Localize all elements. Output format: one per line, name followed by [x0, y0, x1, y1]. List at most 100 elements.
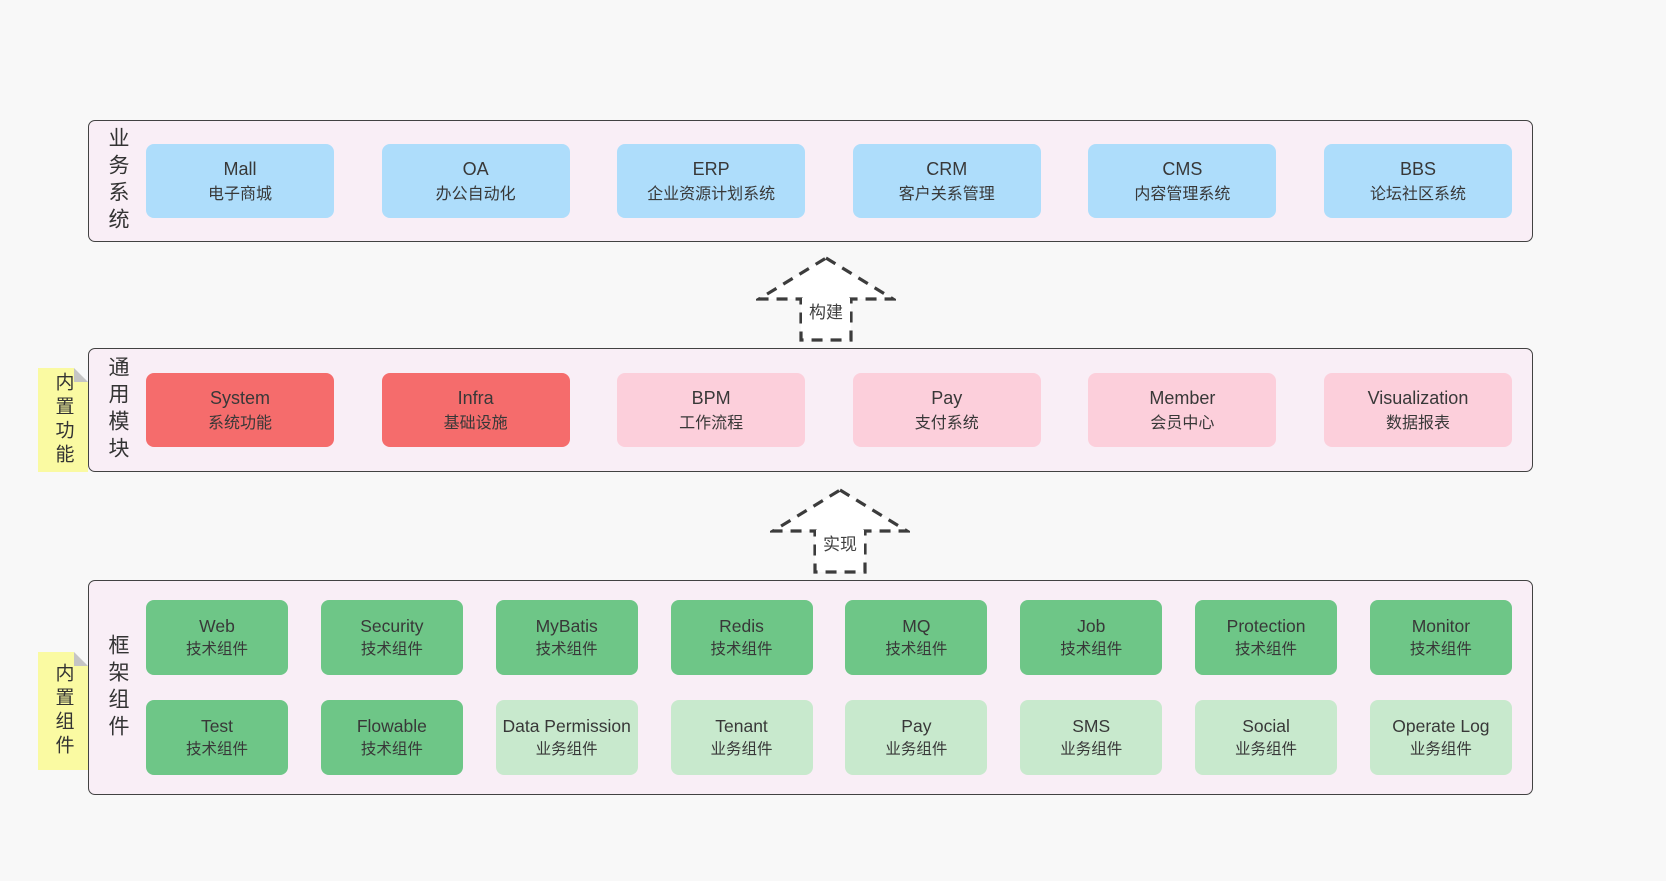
box-subtitle: 业务组件 [535, 740, 598, 758]
box-system: System 系统功能 [146, 373, 334, 447]
box-subtitle: 业务组件 [885, 740, 948, 758]
box-subtitle: 内容管理系统 [1134, 185, 1231, 203]
folded-corner-icon [74, 368, 88, 382]
box-title: System [209, 387, 270, 408]
sticky-builtin-components: 内置组件 [38, 652, 88, 770]
box-mq: MQ 技术组件 [845, 600, 988, 675]
box-subtitle: 技术组件 [185, 740, 248, 758]
box-pay: Pay 支付系统 [852, 373, 1041, 447]
box-flowable: Flowable 技术组件 [320, 700, 463, 775]
box-web: Web 技术组件 [146, 600, 288, 675]
arrow-build-icon: 构建 [756, 256, 896, 342]
arrow-build-label: 构建 [809, 303, 843, 322]
box-subtitle: 企业资源计划系统 [647, 185, 776, 203]
box-security: Security 技术组件 [320, 600, 463, 675]
layer-common-modules: 通用模块 System 系统功能 Infra 基础设施 BPM 工作流程 Pay… [88, 348, 1533, 472]
box-title: Flowable [356, 715, 427, 736]
layer-modules-label: 通用模块 [106, 356, 129, 464]
box-subtitle: 业务组件 [1235, 740, 1298, 758]
box-subtitle: 技术组件 [185, 640, 248, 658]
component-rows: Web 技术组件 Security 技术组件 MyBatis 技术组件 Redi… [146, 600, 1532, 775]
box-subtitle: 数据报表 [1385, 414, 1450, 432]
box-cms: CMS 内容管理系统 [1088, 144, 1277, 218]
box-subtitle: 系统功能 [207, 414, 272, 432]
box-subtitle: 技术组件 [710, 640, 773, 658]
box-title: Visualization [1367, 387, 1469, 408]
box-title: MQ [902, 615, 931, 636]
box-subtitle: 技术组件 [1235, 640, 1298, 658]
box-subtitle: 业务组件 [1409, 740, 1472, 758]
sticky-label: 内置功能 [52, 372, 74, 468]
sticky-label: 内置组件 [52, 663, 74, 759]
component-row-tech: Web 技术组件 Security 技术组件 MyBatis 技术组件 Redi… [146, 600, 1512, 675]
box-title: Redis [719, 615, 764, 636]
box-title: Mall [223, 158, 257, 179]
box-title: SMS [1072, 715, 1111, 736]
box-title: Tenant [715, 715, 768, 736]
box-title: Data Permission [502, 715, 631, 736]
box-title: Operate Log [1392, 715, 1490, 736]
box-subtitle: 客户关系管理 [898, 185, 995, 203]
box-subtitle: 技术组件 [535, 640, 598, 658]
box-social: Social 业务组件 [1195, 700, 1338, 775]
box-member: Member 会员中心 [1088, 373, 1277, 447]
box-title: CMS [1162, 158, 1203, 179]
box-title: Pay [931, 387, 963, 408]
box-title: CRM [926, 158, 968, 179]
box-title: Monitor [1411, 615, 1471, 636]
folded-corner-icon [74, 652, 88, 666]
box-mall: Mall 电子商城 [146, 144, 334, 218]
box-sms: SMS 业务组件 [1020, 700, 1163, 775]
box-subtitle: 支付系统 [914, 414, 979, 432]
box-mybatis: MyBatis 技术组件 [495, 600, 638, 675]
layer-business-systems: 业务系统 Mall 电子商城 OA 办公自动化 ERP 企业资源计划系统 CRM… [88, 120, 1533, 242]
box-bpm: BPM 工作流程 [617, 373, 806, 447]
sticky-builtin-functions: 内置功能 [38, 368, 88, 472]
box-title: Member [1149, 387, 1216, 408]
box-visualization: Visualization 数据报表 [1323, 373, 1512, 447]
module-boxes: System 系统功能 Infra 基础设施 BPM 工作流程 Pay 支付系统… [146, 373, 1532, 447]
box-protection: Protection 技术组件 [1195, 600, 1338, 675]
box-monitor: Monitor 技术组件 [1369, 600, 1512, 675]
box-subtitle: 技术组件 [360, 740, 423, 758]
box-title: Web [199, 615, 235, 636]
box-infra: Infra 基础设施 [381, 373, 570, 447]
layer-framework-components: 框架组件 Web 技术组件 Security 技术组件 MyBatis 技术组件… [88, 580, 1533, 795]
box-subtitle: 会员中心 [1150, 414, 1215, 432]
box-pay-biz: Pay 业务组件 [845, 700, 988, 775]
box-subtitle: 技术组件 [885, 640, 948, 658]
box-title: ERP [692, 158, 730, 179]
box-title: Protection [1226, 615, 1306, 636]
box-redis: Redis 技术组件 [670, 600, 813, 675]
box-subtitle: 技术组件 [1060, 640, 1123, 658]
box-title: Test [200, 715, 234, 736]
box-subtitle: 办公自动化 [435, 185, 516, 203]
box-title: MyBatis [535, 615, 598, 636]
box-subtitle: 论坛社区系统 [1369, 185, 1466, 203]
box-title: BPM [691, 387, 731, 408]
box-operate-log: Operate Log 业务组件 [1369, 700, 1512, 775]
box-oa: OA 办公自动化 [381, 144, 570, 218]
box-erp: ERP 企业资源计划系统 [617, 144, 806, 218]
box-subtitle: 技术组件 [1409, 640, 1472, 658]
box-title: Social [1242, 715, 1290, 736]
box-crm: CRM 客户关系管理 [852, 144, 1041, 218]
component-row-biz: Test 技术组件 Flowable 技术组件 Data Permission … [146, 700, 1512, 775]
box-job: Job 技术组件 [1020, 600, 1163, 675]
box-subtitle: 技术组件 [360, 640, 423, 658]
box-subtitle: 业务组件 [710, 740, 773, 758]
box-data-permission: Data Permission 业务组件 [495, 700, 638, 775]
box-test: Test 技术组件 [146, 700, 288, 775]
box-title: BBS [1399, 158, 1436, 179]
layer-components-label: 框架组件 [106, 633, 129, 742]
box-subtitle: 电子商城 [207, 185, 272, 203]
box-bbs: BBS 论坛社区系统 [1323, 144, 1512, 218]
layer-business-label: 业务系统 [106, 127, 129, 235]
box-tenant: Tenant 业务组件 [670, 700, 813, 775]
box-title: Infra [457, 387, 494, 408]
box-subtitle: 业务组件 [1060, 740, 1123, 758]
box-title: Job [1077, 615, 1106, 636]
box-subtitle: 基础设施 [443, 414, 508, 432]
arrow-implement-label: 实现 [823, 535, 857, 554]
